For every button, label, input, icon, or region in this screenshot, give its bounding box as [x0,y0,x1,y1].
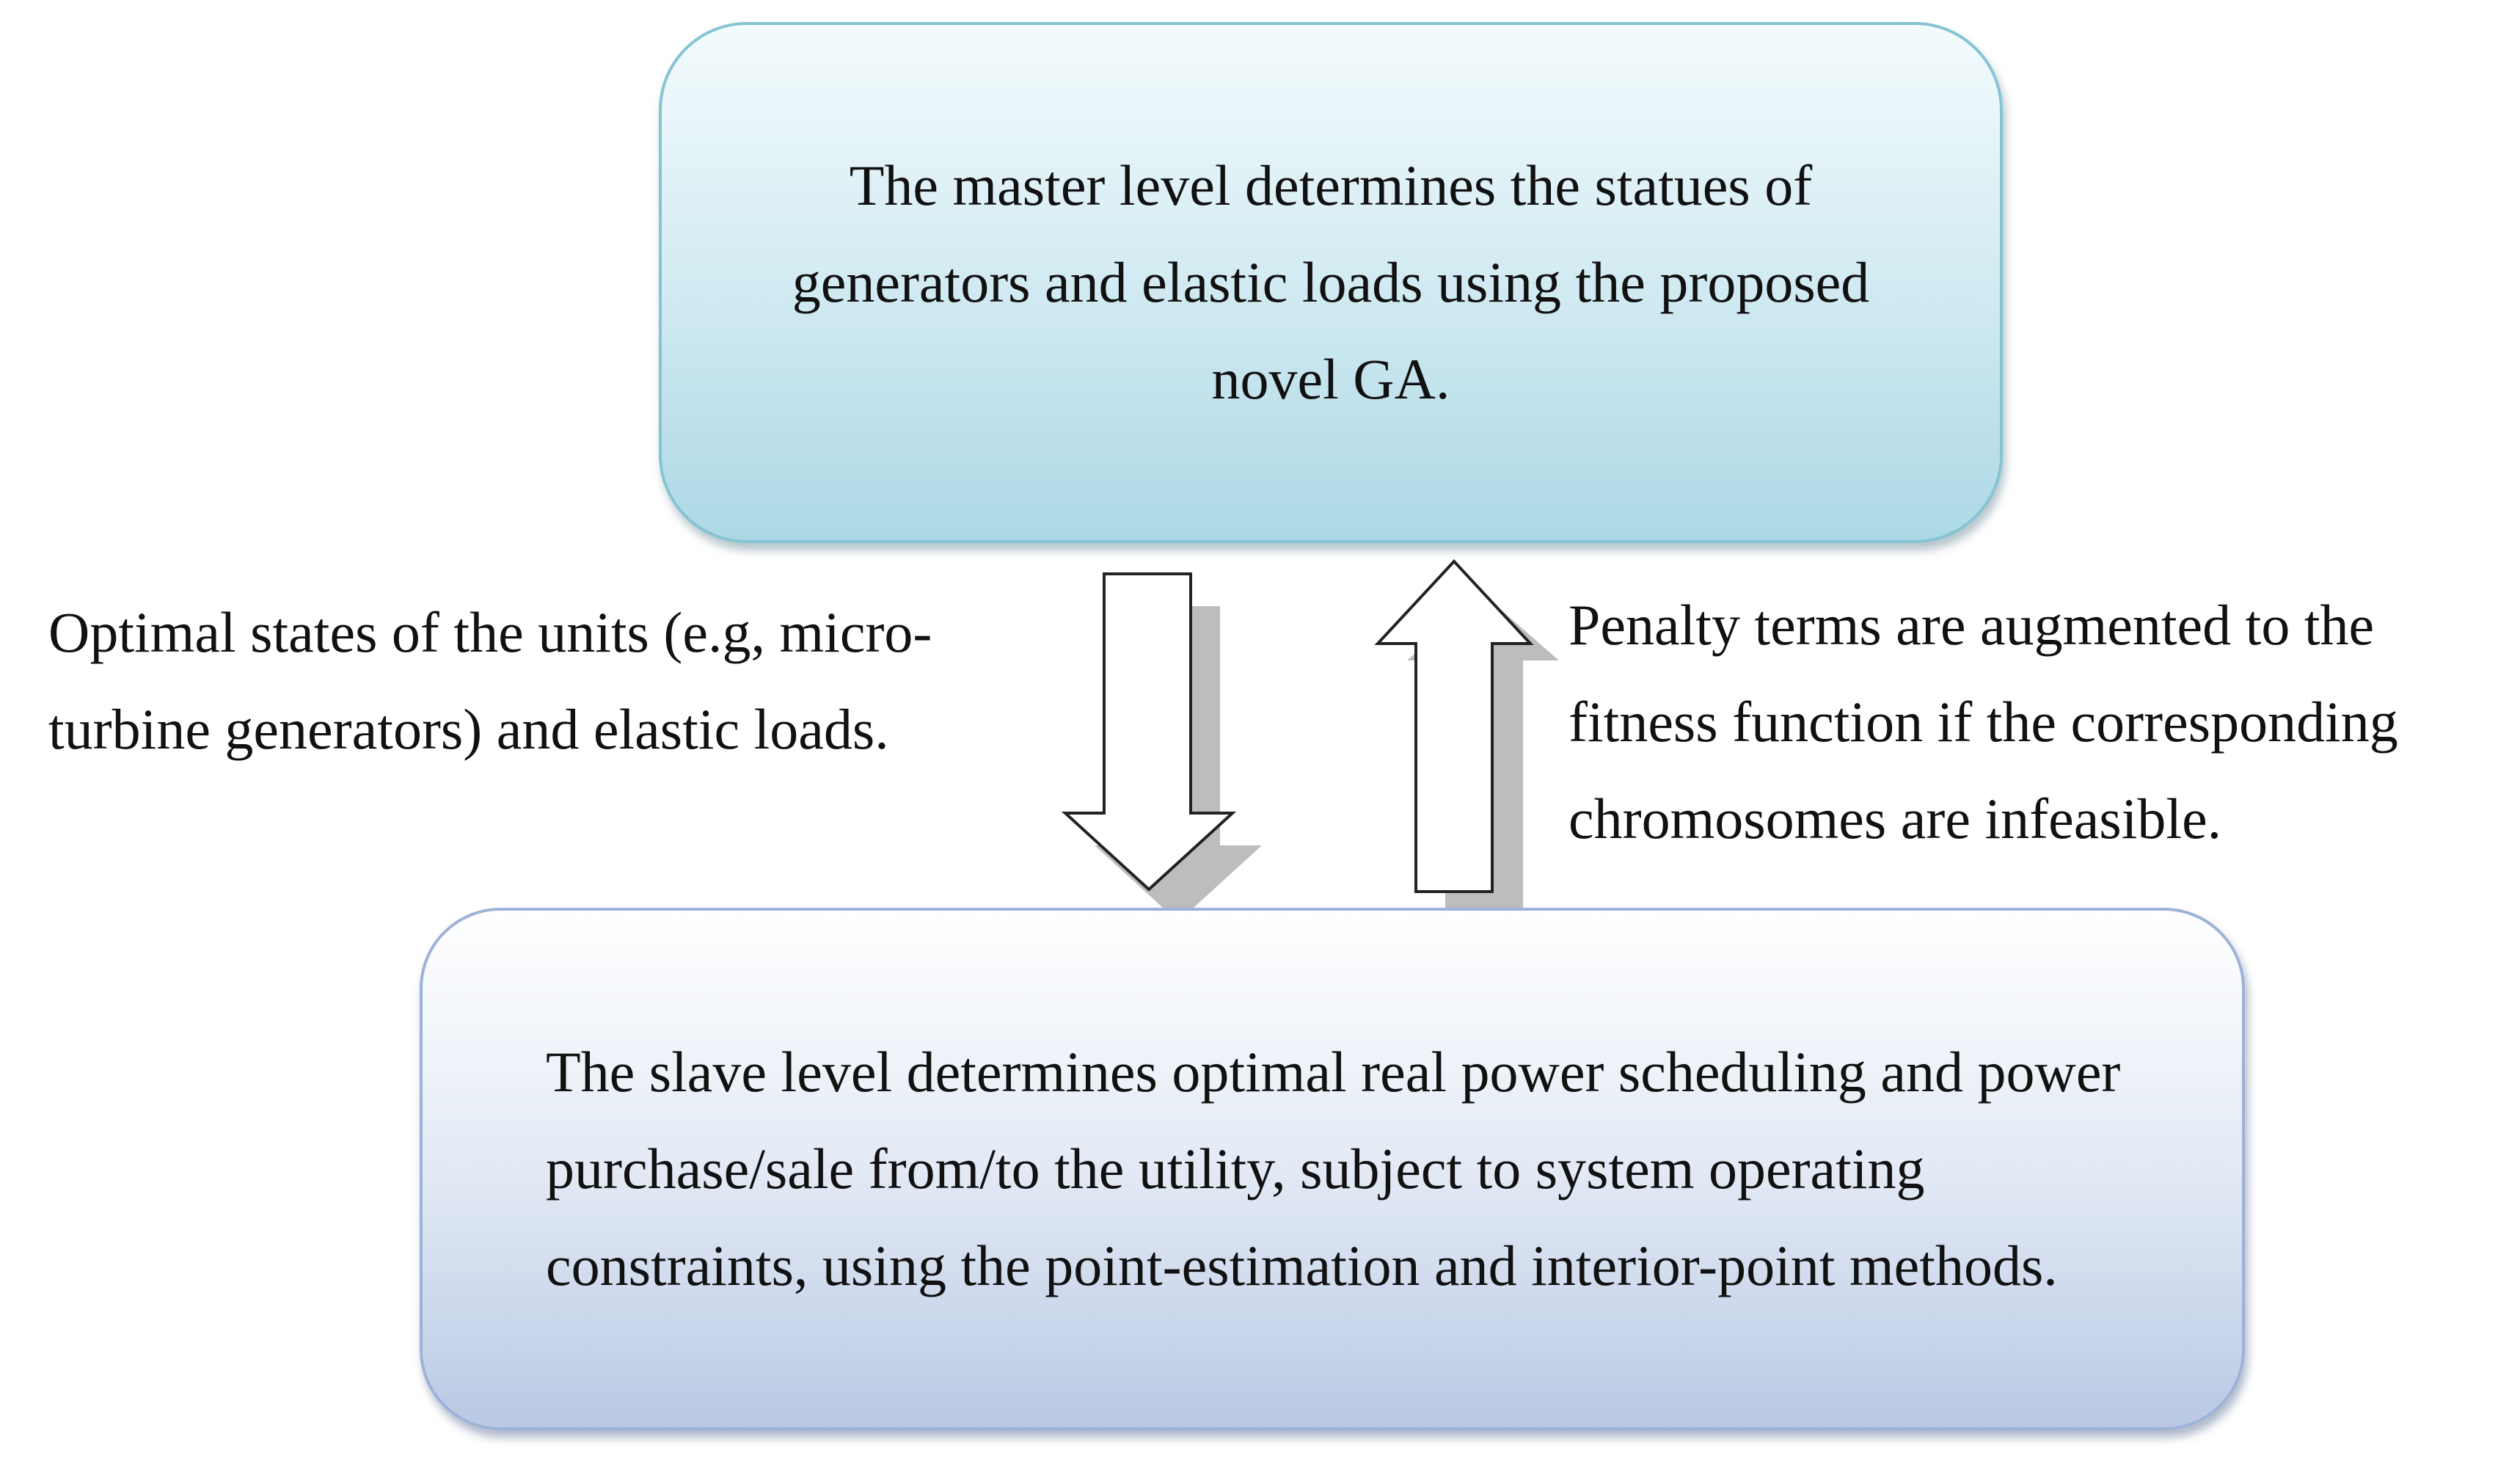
up-arrow-label: Penalty terms are augmented to the fitne… [1568,593,2398,851]
up-arrow [1374,559,1534,893]
master-level-text: The master level determines the statues … [792,153,1870,411]
slave-level-text: The slave level determines optimal real … [546,1040,2121,1297]
down-arrow [1061,572,1237,892]
master-level-box: The master level determines the statues … [659,22,2003,543]
slave-level-box: The slave level determines optimal real … [420,908,2245,1430]
down-arrow-label: Optimal states of the units (e.g, micro-… [48,600,932,761]
